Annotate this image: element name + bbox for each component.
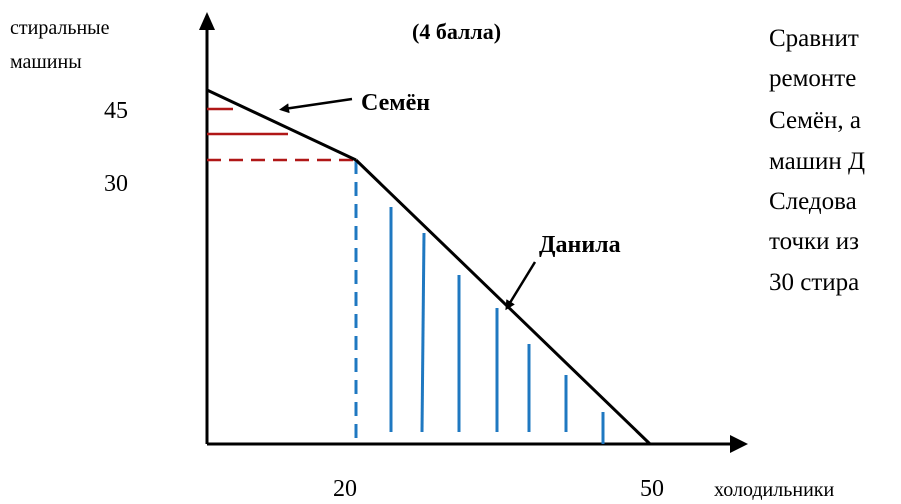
side-text-line: Сравнит (769, 25, 859, 52)
blue-hatch (420, 232, 426, 433)
danila-pointer-arrow-icon (505, 261, 537, 311)
series-label-danila: Данила (539, 232, 621, 258)
side-text-line: точки из (769, 228, 860, 255)
x-axis-arrow-icon (730, 435, 748, 453)
y-tick-45: 45 (104, 98, 128, 124)
semen-frontier (206, 88, 357, 162)
side-text-line: машин Д (769, 148, 866, 175)
y-axis-label-line2: машины (10, 51, 82, 73)
series-label-semen: Семён (361, 90, 431, 116)
score-label: (4 балла) (412, 19, 502, 44)
x-axis-label: холодильники (714, 479, 835, 501)
side-text-line: 30 стира (769, 269, 860, 296)
semen-pointer-arrow-icon (279, 97, 353, 114)
x-tick-20: 20 (333, 476, 357, 502)
y-axis-arrow-icon (199, 12, 215, 30)
side-text-line: Семён, а (769, 107, 861, 134)
y-axis-label-line1: стиральные (10, 17, 110, 39)
y-tick-30: 30 (104, 171, 128, 197)
danila-frontier (354, 158, 652, 446)
side-text-line: Следова (769, 188, 857, 215)
x-tick-50: 50 (640, 476, 664, 502)
side-text-line: ремонте (769, 65, 857, 92)
